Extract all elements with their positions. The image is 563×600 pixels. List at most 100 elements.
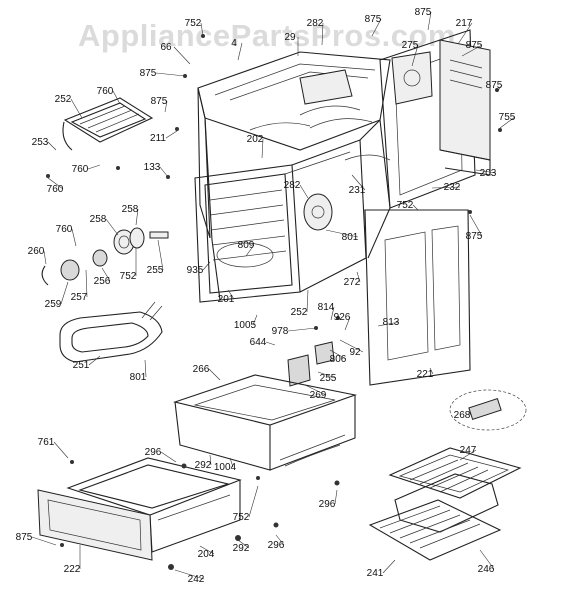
callout-222: 222	[64, 545, 81, 575]
callout-leader-line	[317, 371, 337, 379]
callout-202: 202	[247, 134, 264, 159]
callout-272: 272	[344, 271, 361, 288]
callout-number: 760	[56, 224, 73, 235]
callout-leader-line	[499, 116, 516, 129]
screw-markers	[46, 34, 502, 570]
callout-leader-line	[70, 98, 83, 119]
callout-leader-line	[431, 186, 461, 189]
callout-number: 258	[90, 214, 107, 225]
callout-number: 241	[367, 568, 384, 579]
callout-number: 806	[330, 354, 347, 365]
callout-number: 292	[233, 543, 250, 554]
callout-number: 752	[120, 271, 137, 282]
callout-leader-line	[229, 457, 234, 468]
callout-leader-line	[299, 184, 309, 199]
callout-number: 292	[195, 460, 212, 471]
callout-leader-line	[157, 239, 164, 271]
callout-number: 268	[454, 410, 471, 421]
callout-leader-line	[287, 327, 317, 332]
callout-number: 201	[218, 294, 235, 305]
callout-221: 221	[417, 367, 434, 380]
callout-231: 231	[349, 174, 366, 196]
callout-leader-line	[371, 18, 382, 37]
callout-leader-line	[325, 229, 359, 238]
callout-644: 644	[250, 337, 276, 348]
callout-number: 29	[284, 32, 296, 43]
callout-leader-line	[265, 341, 276, 346]
callout-leader-line	[275, 534, 285, 546]
callout-leader-line	[164, 100, 168, 113]
callout-number: 282	[307, 18, 324, 29]
callout-leader-line	[60, 281, 69, 305]
callout-leader-line	[165, 130, 178, 139]
callout-leader-line	[412, 204, 419, 211]
callout-875: 875	[415, 7, 432, 31]
callout-number: 255	[320, 373, 337, 384]
callout-leader-line	[202, 261, 211, 271]
callout-leader-line	[237, 42, 243, 61]
callout-809: 809	[238, 240, 255, 257]
callout-number: 875	[486, 80, 503, 91]
callout-211: 211	[150, 130, 178, 144]
callout-number: 231	[349, 185, 366, 196]
callout-number: 935	[187, 265, 204, 276]
callout-760: 760	[47, 177, 64, 195]
callout-leader-line	[208, 368, 221, 381]
callout-number: 1004	[214, 462, 237, 473]
callout-leader-line	[248, 485, 259, 518]
callout-875: 875	[466, 214, 483, 242]
callout-242: 242	[174, 569, 205, 585]
callout-number: 266	[193, 364, 210, 375]
callout-leader-line	[475, 169, 497, 174]
callout-number: 272	[344, 277, 361, 288]
callout-number: 814	[318, 302, 335, 313]
callout-92: 92	[339, 339, 364, 358]
callout-875: 875	[365, 14, 382, 37]
callout-leader-line	[306, 289, 309, 313]
callout-number: 255	[147, 265, 164, 276]
callout-number: 133	[144, 162, 161, 173]
callout-760: 760	[97, 86, 121, 105]
callout-leader-line	[245, 244, 255, 257]
callout-leader-line	[160, 451, 177, 463]
callout-number: 875	[365, 14, 382, 25]
callout-leader-line	[329, 349, 347, 360]
storage-drawer-drawing	[37, 457, 242, 561]
callout-leader-line	[101, 267, 111, 282]
callout-number: 875	[151, 96, 168, 107]
callout-leader-line	[47, 177, 64, 190]
callout-260: 260	[28, 246, 47, 265]
callout-801: 801	[325, 229, 359, 243]
callout-leader-line	[339, 339, 364, 353]
callout-number: 809	[238, 240, 255, 251]
callout-leader-line	[155, 72, 186, 77]
callout-133: 133	[144, 162, 169, 178]
callout-leader-line	[112, 90, 121, 105]
callout-number: 760	[72, 164, 89, 175]
callout-number: 752	[185, 18, 202, 29]
callout-number: 204	[198, 549, 215, 560]
callout-leader-line	[31, 536, 57, 546]
callout-269: 269	[304, 384, 327, 401]
callout-256: 256	[94, 267, 111, 287]
callout-leader-line	[469, 214, 483, 237]
callout-number: 801	[342, 232, 359, 243]
callout-leader-line	[459, 449, 477, 461]
callout-752: 752	[397, 200, 419, 211]
callout-leader-line	[209, 454, 212, 466]
callout-leader-line	[237, 539, 250, 549]
callout-752: 752	[120, 248, 137, 282]
callout-246: 246	[478, 549, 495, 575]
callout-leader-line	[496, 84, 503, 93]
callout-leader-line	[356, 271, 361, 283]
callout-806: 806	[329, 349, 347, 365]
callout-282: 282	[284, 180, 309, 199]
callout-leader-line	[144, 359, 147, 378]
watermark-text: AppliancePartsPros.com	[78, 18, 456, 53]
callout-241: 241	[367, 559, 396, 579]
callout-leader-line	[427, 11, 432, 31]
callout-255: 255	[147, 239, 164, 276]
callout-leader-line	[87, 164, 101, 170]
callout-282: 282	[307, 18, 324, 46]
